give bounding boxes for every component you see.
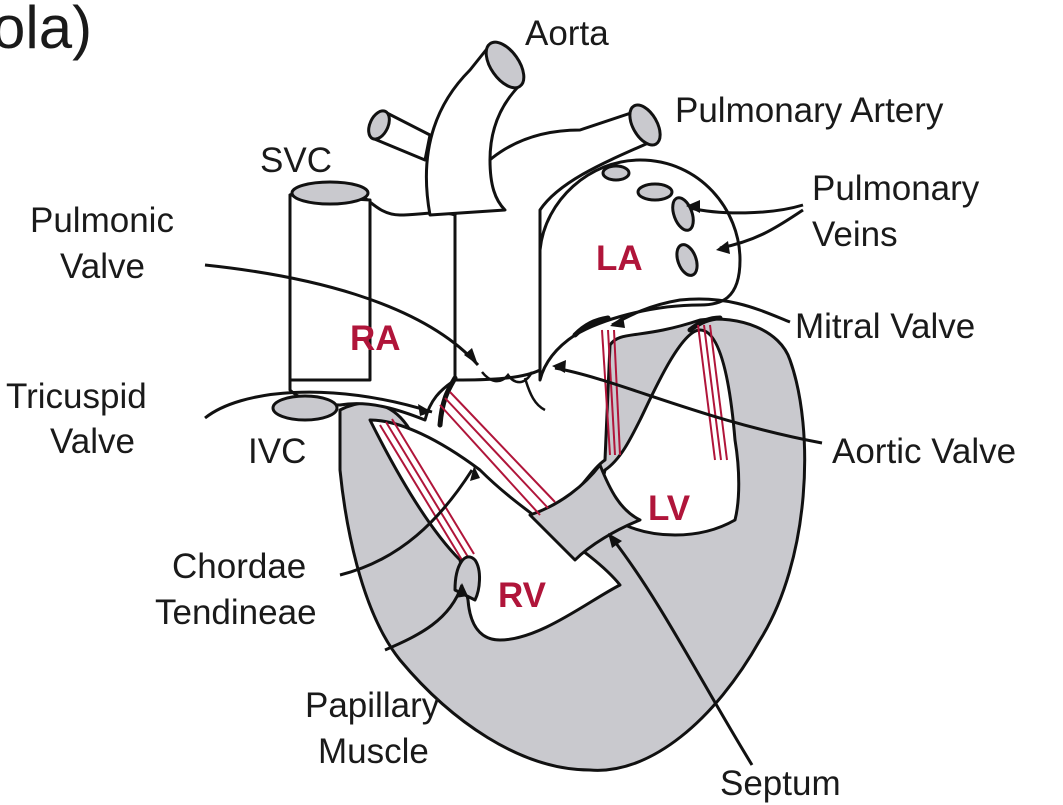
- rv-label: RV: [498, 576, 547, 615]
- pulmonary-vein-opening: [638, 184, 672, 200]
- pulmonary-veins-label-line2: Veins: [812, 215, 898, 254]
- aortic-valve-label: Aortic Valve: [832, 432, 1016, 471]
- pulmonic-valve-label-line2: Valve: [60, 247, 145, 286]
- mitral-valve-label: Mitral Valve: [795, 307, 975, 346]
- la-label: LA: [596, 239, 643, 278]
- ra-label: RA: [350, 319, 401, 358]
- ivc-label: IVC: [248, 432, 306, 471]
- slide-title-fragment: ola): [0, 0, 92, 61]
- arrowhead: [552, 360, 566, 373]
- pulmonary-veins-label-line1: Pulmonary: [812, 169, 980, 208]
- tricuspid-valve-label-line2: Valve: [50, 422, 135, 461]
- chordae-label-line2: Tendineae: [155, 593, 317, 632]
- svc-label: SVC: [260, 141, 332, 180]
- lv-label: LV: [648, 489, 691, 528]
- pulmonary-vein-opening: [603, 166, 629, 180]
- svc-opening: [292, 182, 368, 204]
- aortic-valve-cusp: [525, 378, 545, 410]
- pulmonary-artery-label: Pulmonary Artery: [675, 91, 944, 130]
- papillary-label-line1: Papillary: [305, 686, 440, 725]
- tricuspid-valve-label-line1: Tricuspid: [6, 377, 147, 416]
- ivc-opening: [273, 396, 337, 420]
- aorta-label: Aorta: [525, 14, 609, 53]
- chordae-label-line1: Chordae: [172, 547, 306, 586]
- septum-label: Septum: [720, 764, 841, 803]
- papillary-label-line2: Muscle: [318, 732, 429, 771]
- pulmonic-valve-label-line1: Pulmonic: [30, 201, 174, 240]
